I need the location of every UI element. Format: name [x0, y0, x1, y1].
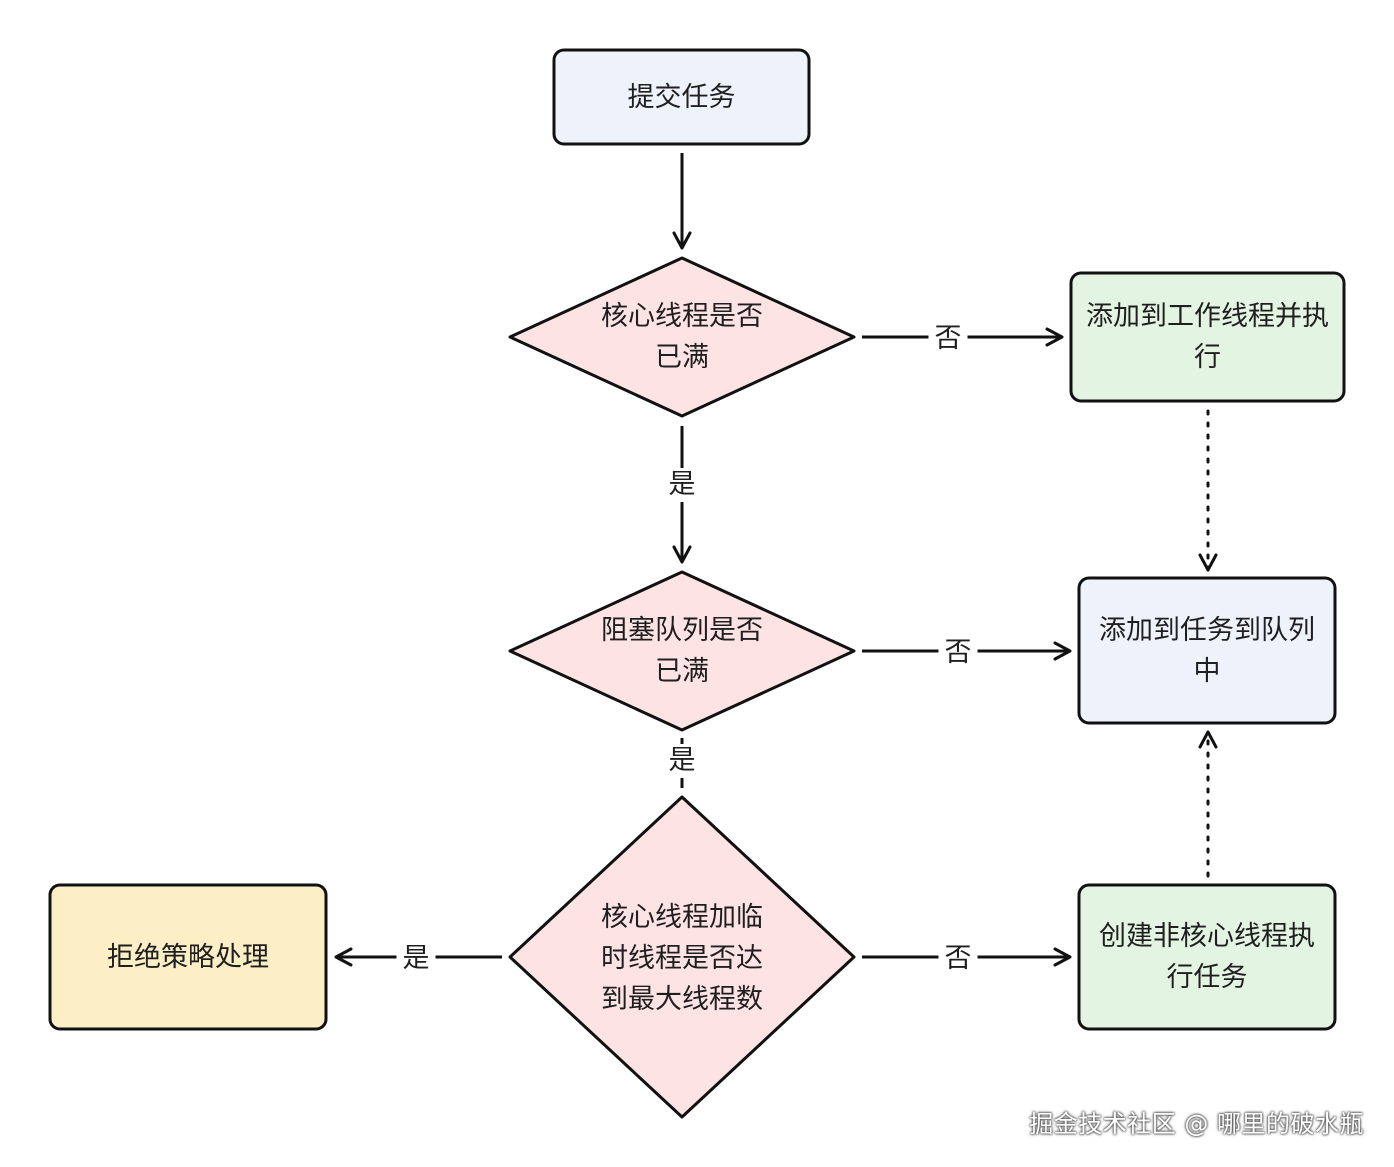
- node-max-reached-label: 核心线程加临 时线程是否达 到最大线程数: [601, 901, 763, 1015]
- edge-label-core-yes: 是: [662, 468, 702, 502]
- node-reject-box: [48, 883, 328, 1031]
- node-add-worker-label: 添加到工作线程并执 行: [1086, 301, 1329, 373]
- node-queue-full-label: 阻塞队列是否 已满: [601, 615, 763, 687]
- node-queue-full-diamond: [508, 570, 856, 732]
- node-max-reached-diamond: [508, 795, 856, 1119]
- node-create-thread-box: [1077, 883, 1337, 1031]
- edge-label-core-no: 否: [928, 322, 968, 356]
- node-reject-label: 拒绝策略处理: [107, 941, 269, 973]
- node-add-queue-box: [1077, 576, 1337, 725]
- node-add-queue-label: 添加到任务到队列 中: [1099, 614, 1315, 687]
- node-core-full-label: 核心线程是否 已满: [601, 301, 763, 373]
- edge-label-max-yes: 是: [396, 942, 436, 976]
- node-submit-box: [552, 48, 811, 146]
- node-create-thread-label: 创建非核心线程执 行任务: [1099, 921, 1315, 993]
- watermark-text: 掘金技术社区 @ 哪里的破水瓶: [1029, 1110, 1364, 1138]
- edge-label-max-no: 否: [938, 942, 978, 976]
- edge-label-queue-yes: 是: [662, 744, 702, 778]
- node-submit-label: 提交任务: [627, 81, 736, 113]
- node-add-worker-box: [1069, 271, 1346, 403]
- edge-label-queue-no: 否: [938, 636, 978, 670]
- node-core-full-diamond: [508, 256, 856, 418]
